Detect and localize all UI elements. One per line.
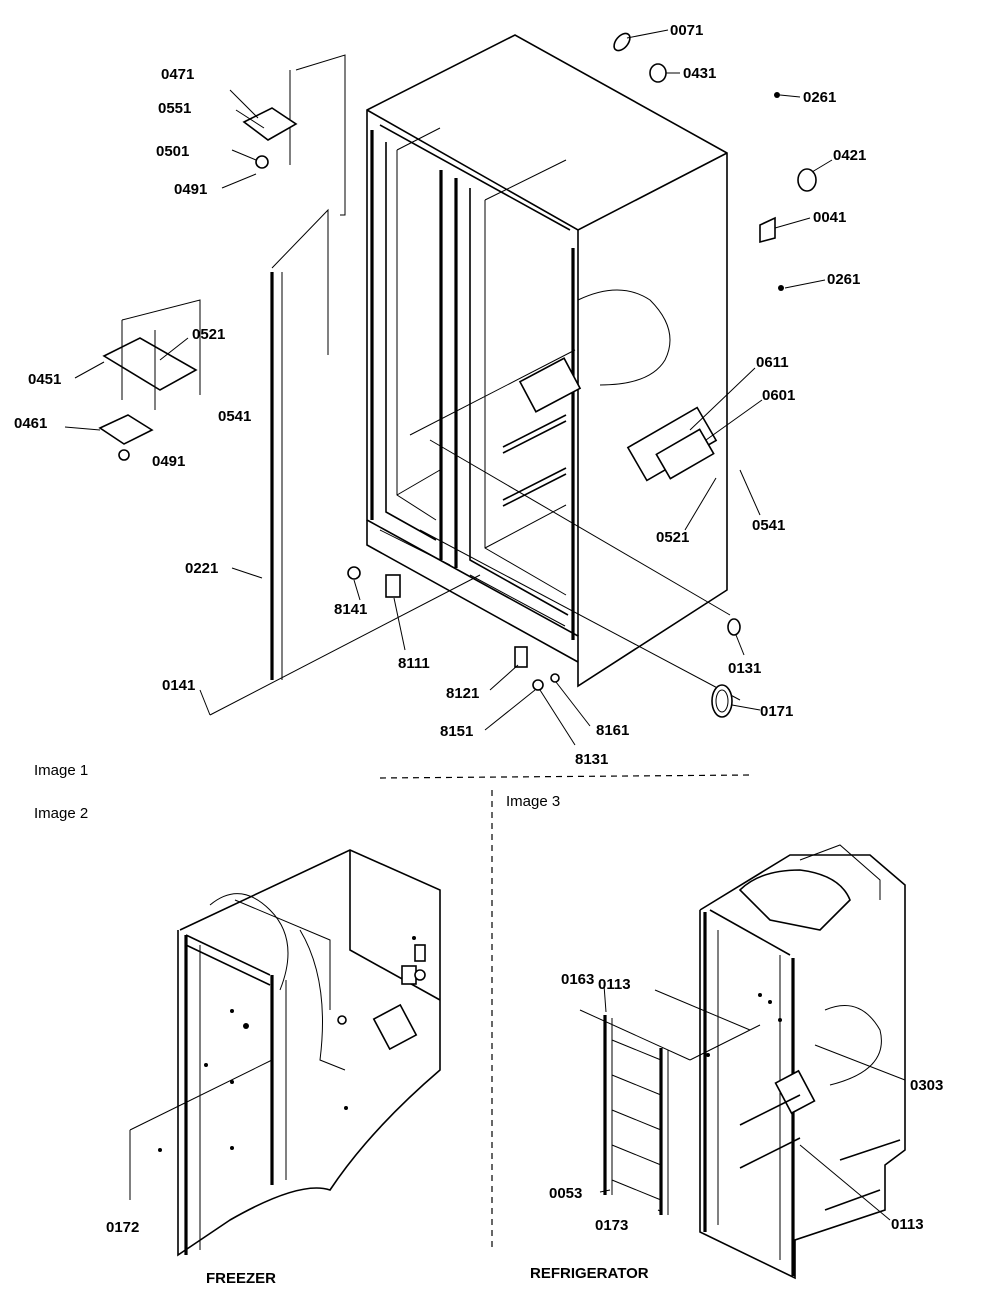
caption-freezer: FREEZER	[206, 1270, 276, 1287]
callout-0461: 0461	[14, 415, 47, 432]
callout-0601: 0601	[762, 387, 795, 404]
callout-8111: 8111	[398, 655, 430, 672]
callout-0053: 0053	[549, 1185, 582, 1202]
image2-label: Image 2	[34, 805, 88, 822]
image2-freezer	[129, 849, 441, 1257]
callout-0541-left: 0541	[218, 408, 251, 425]
callout-0261-side: 0261	[827, 271, 860, 288]
callout-0113-lower: 0113	[891, 1216, 924, 1233]
callout-0431: 0431	[683, 65, 716, 82]
caption-refrigerator: REFRIGERATOR	[530, 1265, 649, 1282]
callout-8131: 8131	[575, 751, 608, 768]
callout-0421: 0421	[833, 147, 866, 164]
callout-0171: 0171	[760, 703, 793, 720]
separator-horizontal	[379, 774, 751, 779]
callout-0172: 0172	[106, 1219, 139, 1236]
callout-0131: 0131	[728, 660, 761, 677]
callout-0071: 0071	[670, 22, 703, 39]
callout-0451: 0451	[28, 371, 61, 388]
image3-refrigerator	[579, 844, 906, 1280]
image3-label: Image 3	[506, 793, 560, 810]
image1-cabinet	[98, 32, 817, 718]
callout-0491-upper: 0491	[174, 181, 207, 198]
callout-0163: 0163	[561, 971, 594, 988]
callout-8141: 8141	[334, 601, 367, 618]
image1-label: Image 1	[34, 762, 88, 779]
callout-0141: 0141	[162, 677, 195, 694]
callout-0173: 0173	[595, 1217, 628, 1234]
callout-8151: 8151	[440, 723, 473, 740]
callout-8121: 8121	[446, 685, 479, 702]
image1-leaders	[64, 29, 833, 746]
callout-0303: 0303	[910, 1077, 943, 1094]
callout-0471: 0471	[161, 66, 194, 83]
callout-0261-top: 0261	[803, 89, 836, 106]
image3-leaders	[599, 984, 906, 1221]
callout-0113-upper: 0113	[598, 976, 631, 993]
callout-0491-lower: 0491	[152, 453, 185, 470]
callout-0521-left: 0521	[192, 326, 225, 343]
callout-0551: 0551	[158, 100, 191, 117]
image1-callouts: 0071 0431 0261 0421 0041 0261 0611 0601 …	[14, 22, 866, 768]
callout-8161: 8161	[596, 722, 629, 739]
callout-0541-right: 0541	[752, 517, 785, 534]
callout-0041: 0041	[813, 209, 846, 226]
callout-0611: 0611	[756, 354, 789, 371]
callout-0221: 0221	[185, 560, 218, 577]
callout-0501: 0501	[156, 143, 189, 160]
callout-0521-right: 0521	[656, 529, 689, 546]
